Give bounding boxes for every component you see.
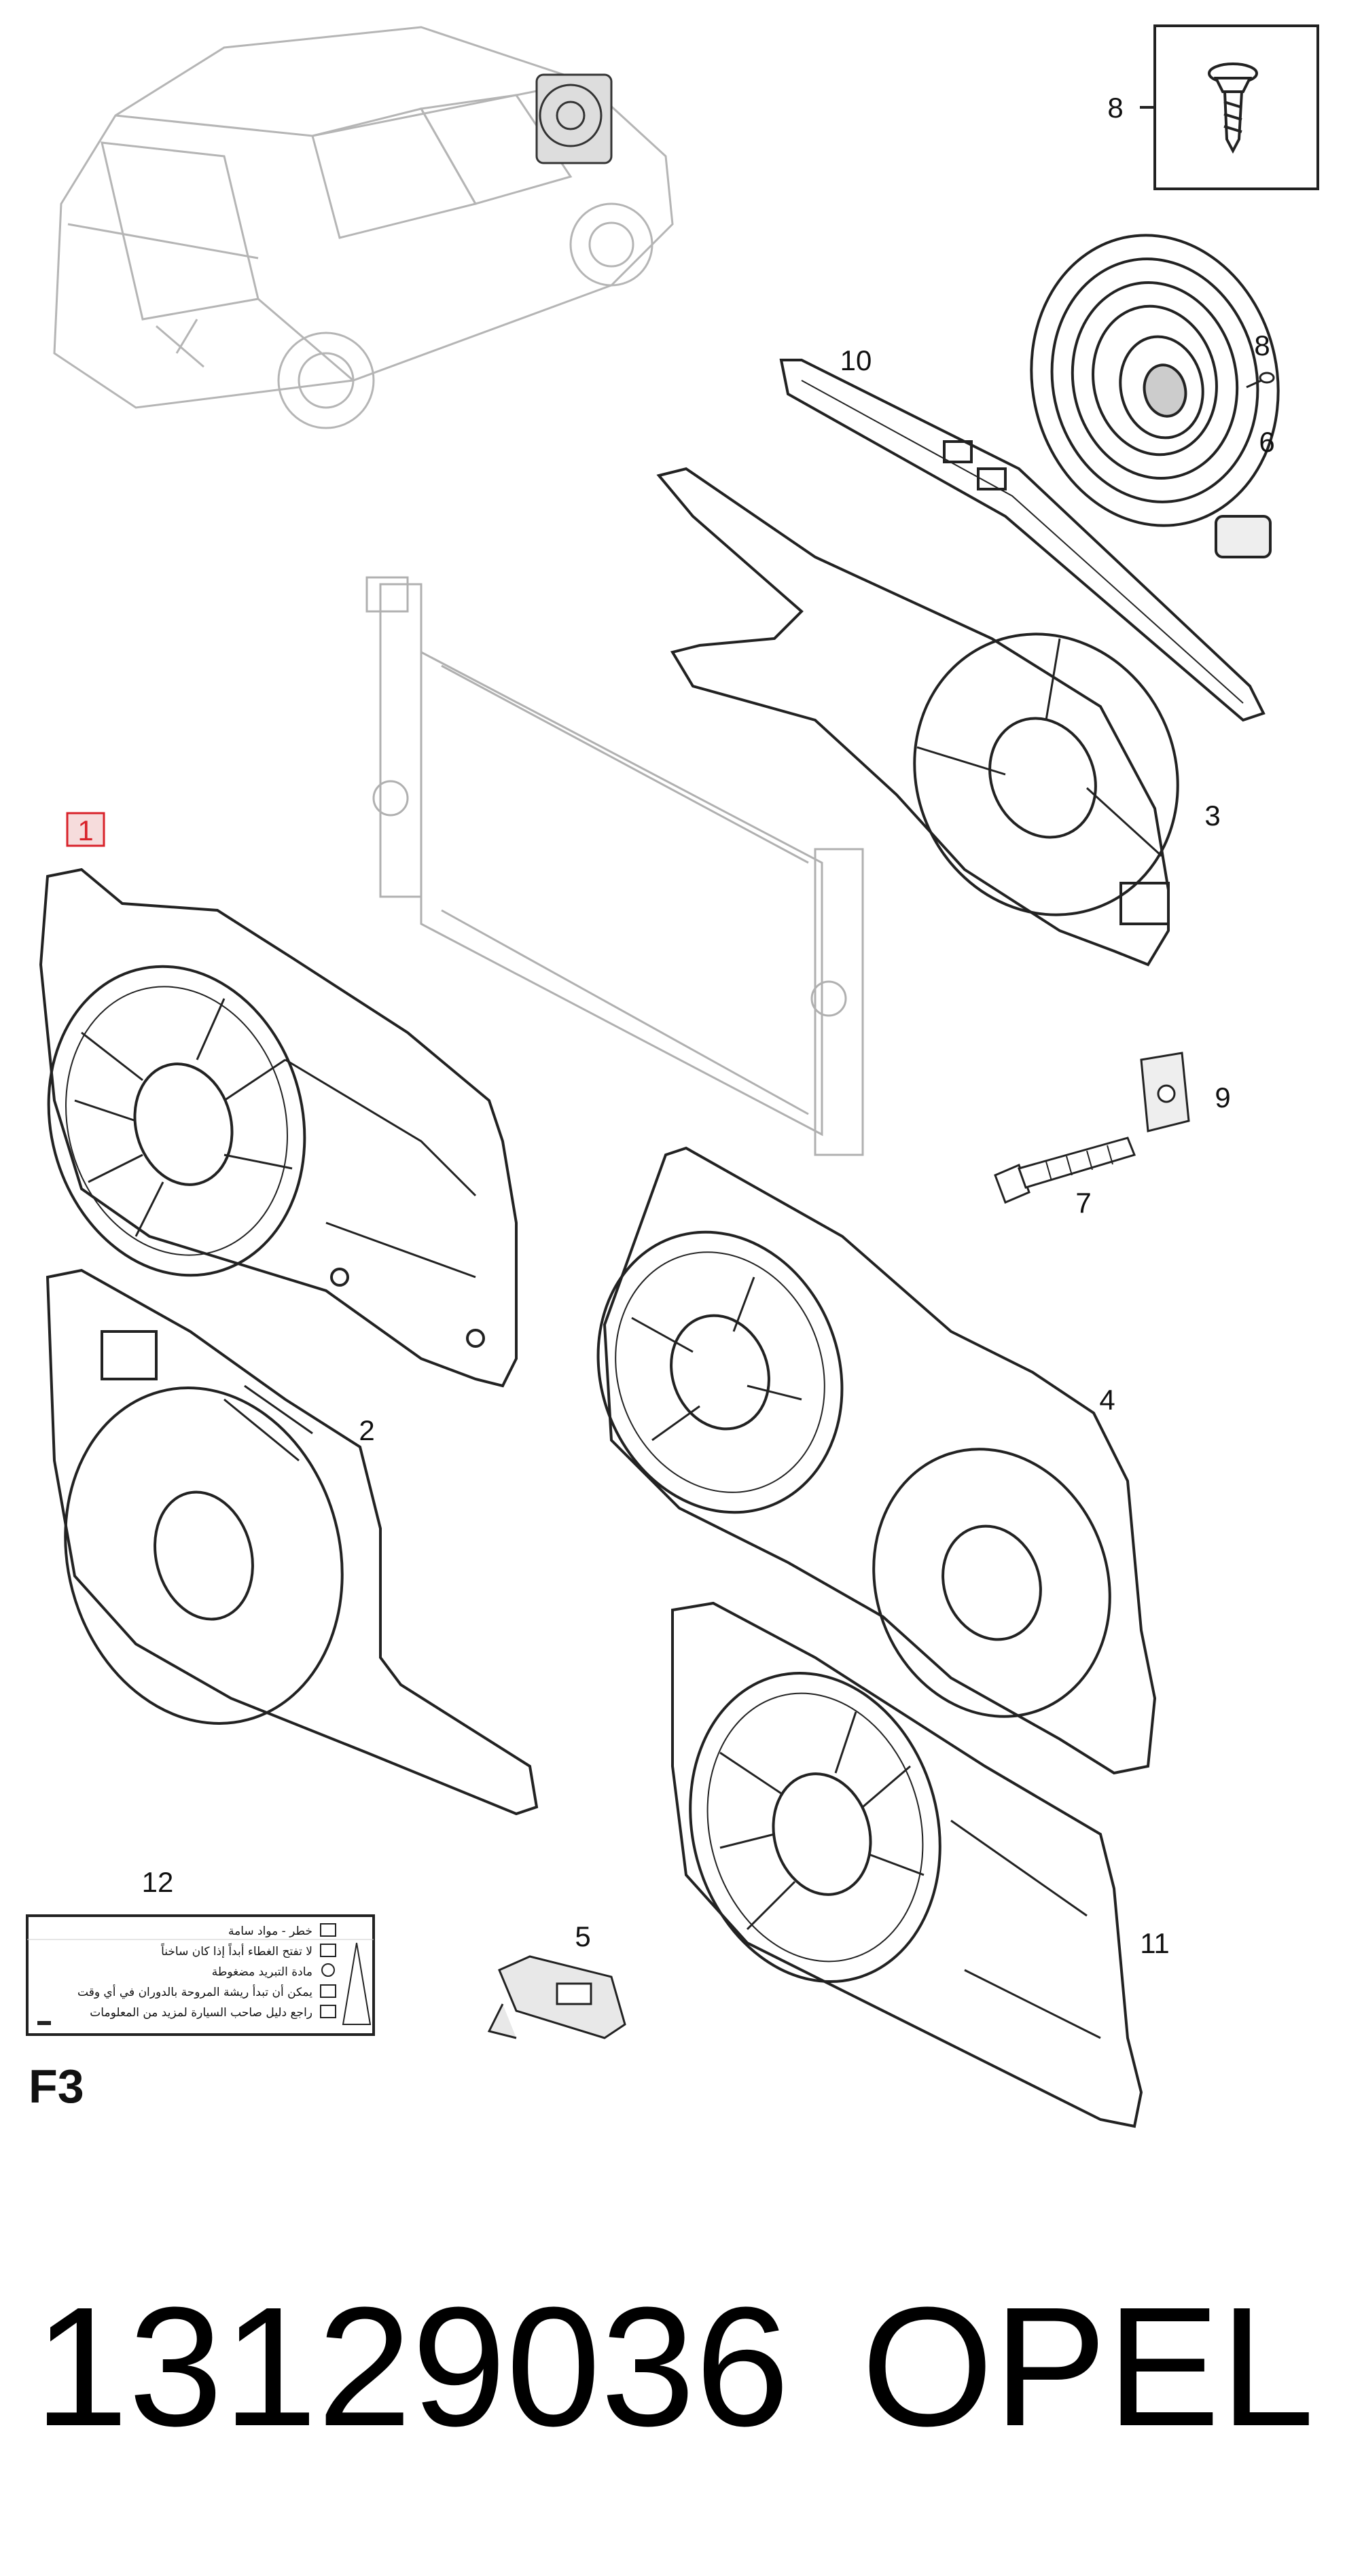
warning-label-line-4: يمكن أن تبدأ ريشة المروحة بالدوران في أي… bbox=[77, 1984, 312, 1999]
part-number: 13129036 bbox=[34, 2272, 789, 2461]
warning-label-line-5: راجع دليل صاحب السيارة لمزيد من المعلوما… bbox=[90, 2006, 312, 2020]
callout-8-screw[interactable]: 8 bbox=[1254, 329, 1270, 361]
resistor bbox=[487, 1955, 626, 2039]
callout-1[interactable]: 1 bbox=[77, 815, 93, 846]
callout-6[interactable]: 6 bbox=[1259, 426, 1274, 458]
callout-8-box[interactable]: 8 bbox=[1107, 92, 1123, 124]
small-screw-icon bbox=[1246, 372, 1275, 389]
car-outline bbox=[53, 26, 674, 429]
fan-shroud-guard bbox=[1030, 234, 1280, 558]
callout-4[interactable]: 4 bbox=[1099, 1384, 1115, 1416]
callout-1-box bbox=[66, 812, 105, 847]
screw-icon bbox=[1208, 62, 1258, 154]
mounting-bracket bbox=[779, 359, 1266, 722]
bolt bbox=[994, 1137, 1136, 1204]
radiator-faded bbox=[365, 576, 864, 1156]
warning-label-line-3: مادة التبريد مضغوطة bbox=[212, 1965, 312, 1979]
clip-nut bbox=[1140, 1052, 1190, 1132]
fan-frame-single bbox=[656, 467, 1179, 967]
car-fan-thumbnail bbox=[535, 73, 613, 164]
callout-10[interactable]: 10 bbox=[840, 344, 872, 376]
brand-name: OPEL bbox=[861, 2272, 1314, 2461]
fan-shroud-2 bbox=[46, 1268, 539, 1816]
dual-fan-frame bbox=[596, 1146, 1157, 1775]
callout-5[interactable]: 5 bbox=[575, 1920, 590, 1952]
callout-7[interactable]: 7 bbox=[1075, 1187, 1091, 1219]
fan-assembly-11 bbox=[671, 1601, 1143, 2128]
callout-11[interactable]: 11 bbox=[1140, 1927, 1170, 1959]
callout-2[interactable]: 2 bbox=[359, 1414, 374, 1446]
fan-assembly-main bbox=[39, 867, 518, 1388]
warning-label-line-1: خطر - مواد سامة bbox=[228, 1925, 312, 1938]
callout-9[interactable]: 9 bbox=[1215, 1081, 1230, 1113]
section-code: F3 bbox=[29, 2060, 84, 2113]
warning-symbols-icon bbox=[320, 1923, 372, 2025]
warning-label-line-2: لا تفتح الغطاء أبداً إذا كان ساخناً bbox=[160, 1942, 312, 1958]
callout-3[interactable]: 3 bbox=[1204, 800, 1220, 831]
callout-12[interactable]: 12 bbox=[142, 1866, 174, 1898]
warning-label: خطر - مواد سامة لا تفتح الغطاء أبداً إذا… bbox=[26, 1914, 375, 2036]
screw-detail-box bbox=[1140, 24, 1319, 190]
